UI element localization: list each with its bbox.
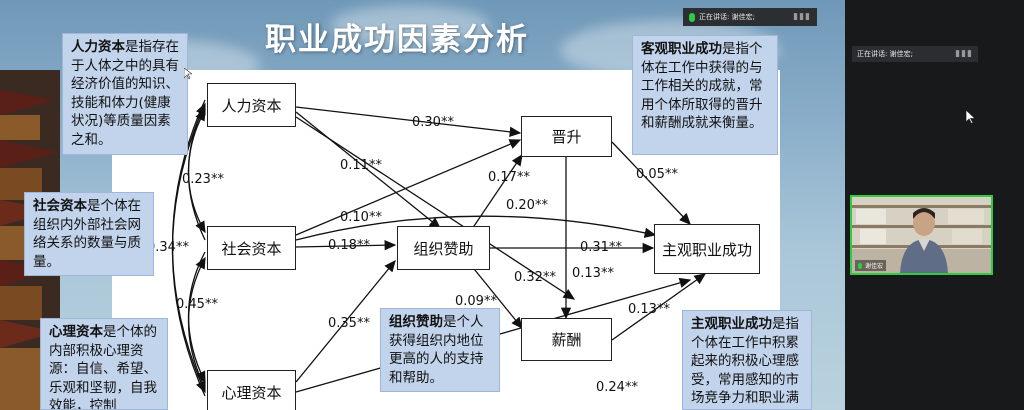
coef-label: 0.20**: [506, 198, 548, 213]
note-text: 是个人获得组织内地位更高的人的支持和帮助。: [389, 314, 484, 386]
participant-video-tile[interactable]: 谢佳宏: [850, 195, 993, 275]
path-diagram: [171, 99, 707, 397]
speaking-indicator: 正在讲话: 谢佳宏; ▮▮▮: [683, 8, 817, 26]
mouse-cursor-icon: [966, 110, 976, 124]
box-psych-capital: 心理资本: [207, 370, 296, 410]
coef-label: 0.13**: [628, 302, 670, 317]
note-term: 人力资本: [71, 39, 125, 55]
arrow-social-sponsor: [295, 240, 397, 251]
note-term: 主观职业成功: [691, 316, 772, 332]
arrow-social-human-curve: [187, 108, 206, 241]
speaking-text: 正在讲话: 谢佳宏;: [699, 13, 755, 21]
note-subjective-success: 主观职业成功是指个体在工作中积累起来的积极心理感受，常用感知的市场竞争力和职业满: [682, 310, 812, 410]
arrow-salary-subjective: [611, 273, 707, 341]
note-term: 组织赞助: [389, 314, 443, 330]
coef-label: 0.24**: [596, 380, 638, 395]
participant-video: [852, 197, 991, 273]
signal-icon: ▮▮▮: [793, 12, 811, 22]
signal-icon: ▮▮▮: [955, 49, 973, 59]
coef-label: 0.35**: [328, 316, 370, 331]
slide-title: 职业成功因素分析: [265, 22, 529, 58]
coef-label: 0.17**: [488, 170, 530, 185]
box-social-capital: 社会资本: [207, 226, 296, 270]
shared-screen: 职业成功因素分析: [0, 0, 845, 410]
arrow-psych-social-curve: [187, 256, 206, 389]
coef-label: 0.05**: [636, 167, 678, 182]
sky-cloud: [330, 5, 490, 45]
coef-label: 0.34**: [147, 240, 189, 255]
mic-icon: [689, 12, 695, 22]
note-term: 社会资本: [33, 198, 87, 214]
arrow-psych-sponsor: [295, 259, 396, 383]
note-text: 是个体在组织内外部社会网络关系的数量与质量。: [33, 198, 141, 270]
box-salary: 薪酬: [521, 318, 612, 361]
coef-label: 0.18**: [328, 238, 370, 253]
coef-label: 0.23**: [182, 172, 224, 187]
speaking-text: 正在讲话: 谢佳宏;: [857, 50, 913, 58]
note-text: 是个体的内部积极心理资源：自信、希望、乐观和坚韧，自我效能，控制: [49, 324, 157, 410]
coef-label: 0.30**: [412, 115, 454, 130]
arrow-social-psych-curve: [187, 251, 206, 384]
coef-label: 0.11**: [340, 158, 382, 173]
arrow-sponsor-promotion: [469, 153, 523, 233]
note-text: 是指个体在工作中积累起来的积极心理感受，常用感知的市场竞争力和职业满: [691, 316, 799, 406]
note-text: 是指个体在工作中获得的与工作相关的成就，常用个体所取得的晋升和薪酬成就来衡量。: [641, 41, 763, 131]
participant-name-tag: 谢佳宏: [855, 260, 887, 271]
pointer-icon: [184, 68, 192, 80]
note-text: 是指存在于人体之中的具有经济价值的知识、技能和体力(健康状况)等质量因素之和。: [71, 39, 179, 148]
coef-label: 0.31**: [580, 240, 622, 255]
coef-label: 0.32**: [514, 270, 556, 285]
coef-label: 0.13**: [572, 266, 614, 281]
coef-label: 0.45**: [176, 297, 218, 312]
arrow-sponsor-salary: [469, 263, 523, 330]
participant-name: 谢佳宏: [865, 263, 884, 270]
box-promotion: 晋升: [521, 116, 612, 157]
arrow-human-sponsor: [295, 111, 442, 229]
note-org-sponsorship: 组织赞助是个人获得组织内地位更高的人的支持和帮助。: [380, 308, 500, 392]
note-human-capital: 人力资本是指存在于人体之中的具有经济价值的知识、技能和体力(健康状况)等质量因素…: [62, 33, 188, 155]
box-human-capital: 人力资本: [207, 83, 296, 127]
box-subjective-success: 主观职业成功: [654, 224, 760, 274]
arrow-social-subjective: [295, 215, 657, 241]
note-term: 客观职业成功: [641, 41, 722, 57]
arrow-human-salary: [295, 116, 576, 300]
arrow-human-promotion: [295, 106, 522, 137]
box-org-sponsorship: 组织赞助: [397, 226, 490, 270]
note-objective-success: 客观职业成功是指个体在工作中获得的与工作相关的成就，常用个体所取得的晋升和薪酬成…: [632, 35, 778, 155]
note-psych-capital: 心理资本是个体的内部积极心理资源：自信、希望、乐观和坚韧，自我效能，控制: [40, 318, 168, 410]
arrow-social-promotion: [295, 139, 522, 236]
note-term: 心理资本: [49, 324, 103, 340]
sidebar-speaking-indicator: 正在讲话: 谢佳宏; ▮▮▮: [852, 46, 978, 62]
coef-label: 0.09**: [455, 294, 497, 309]
mic-icon: [858, 262, 862, 269]
coef-label: 0.10**: [340, 210, 382, 225]
arrow-promotion-subjective: [611, 141, 691, 225]
note-social-capital: 社会资本是个体在组织内外部社会网络关系的数量与质量。: [24, 192, 154, 276]
arrow-psych-human-curve: [171, 102, 206, 397]
